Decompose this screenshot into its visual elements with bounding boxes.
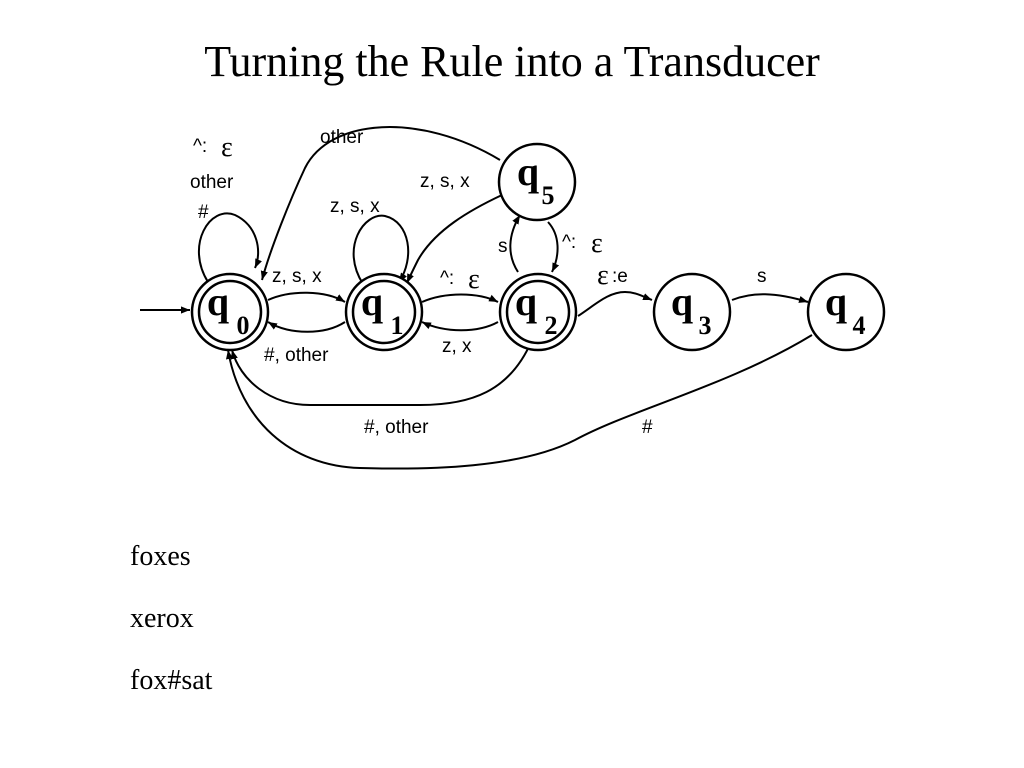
svg-text:ε: ε (468, 264, 480, 295)
edge-q0-to-q1 (267, 291, 346, 303)
edge-q5-to-q2 (547, 221, 560, 273)
edge-q5-to-q0 (260, 126, 501, 281)
svg-text:ε: ε (591, 228, 603, 259)
edge-q2-to-q0 (230, 339, 533, 406)
edge-q0-self (197, 212, 262, 283)
label-q5-to-q2: ^: ε (562, 228, 603, 259)
svg-text:1: 1 (391, 311, 404, 340)
label-q0-self: ^: ε other # (190, 132, 234, 223)
svg-text:q: q (207, 279, 229, 324)
state-q1: q 1 (344, 272, 424, 352)
svg-text::e: :e (612, 266, 628, 287)
svg-text:q: q (671, 279, 693, 324)
edge-q1-to-q2 (421, 293, 499, 303)
label-q2-to-q3: ε :e (597, 260, 628, 291)
svg-text:5: 5 (542, 181, 555, 210)
edge-q2-to-q1 (421, 321, 499, 332)
svg-text:3: 3 (699, 311, 712, 340)
svg-text:^:: ^: (562, 232, 576, 253)
example-word: xerox (130, 603, 194, 634)
label-q1-self: z, s, x (330, 196, 380, 217)
label-q2-to-q5: s (498, 236, 508, 257)
state-q2: q 2 (498, 272, 578, 352)
label-q1-to-q2: ^: ε (440, 264, 480, 295)
state-q0: q 0 (190, 272, 270, 352)
svg-text:^:: ^: (440, 268, 454, 289)
label-q2-to-q1: z, x (442, 336, 472, 357)
edge-q2-to-q5 (509, 214, 521, 273)
svg-text:ε: ε (597, 260, 609, 291)
example-word: foxes (130, 541, 191, 572)
svg-text:q: q (515, 279, 537, 324)
svg-text:4: 4 (853, 311, 866, 340)
edge-q5-to-q1 (406, 194, 503, 284)
example-words-list: foxes xerox fox#sat (130, 540, 212, 726)
label-q1-to-q0: #, other (264, 345, 329, 366)
label-q2-to-q0: #, other (364, 417, 429, 438)
label-q3-to-q4: s (757, 266, 767, 287)
svg-text:^:: ^: (193, 136, 207, 157)
label-q5-to-q1: z, s, x (420, 171, 470, 192)
svg-text:#: # (198, 202, 209, 223)
edge-q1-to-q0 (267, 321, 346, 333)
state-q4: q 4 (806, 272, 886, 352)
example-word: fox#sat (130, 665, 213, 696)
edge-q2-to-q3 (577, 290, 653, 317)
svg-text:q: q (517, 149, 539, 194)
svg-text:0: 0 (237, 311, 250, 340)
label-q0-to-q1: z, s, x (272, 266, 322, 287)
state-q5: q 5 (497, 142, 577, 222)
label-q5-to-q0: other (320, 127, 364, 148)
state-q3: q 3 (652, 272, 732, 352)
svg-text:other: other (190, 172, 234, 193)
svg-text:q: q (825, 279, 847, 324)
edge-q4-to-q0 (225, 334, 813, 470)
svg-text:q: q (361, 279, 383, 324)
svg-text:2: 2 (545, 311, 558, 340)
edge-q3-to-q4 (731, 293, 809, 303)
edge-q1-self (352, 214, 410, 285)
label-q4-to-q0: # (642, 417, 653, 438)
slide-title: Turning the Rule into a Transducer (204, 37, 820, 86)
svg-text:ε: ε (221, 132, 233, 163)
